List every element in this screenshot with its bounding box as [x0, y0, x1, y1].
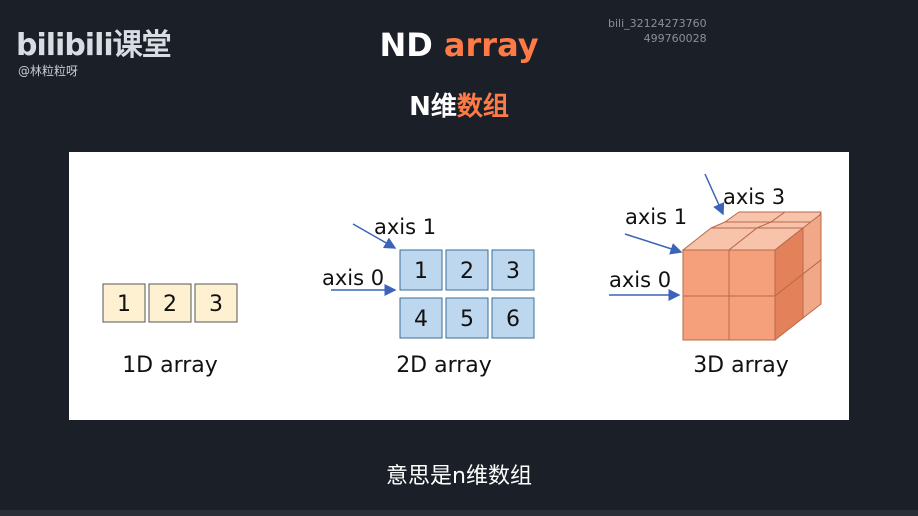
- watermark-uid: bili_32124273760 499760028: [608, 16, 707, 46]
- watermark-line-2: 499760028: [643, 32, 707, 45]
- subtitle-part-1: N维: [409, 92, 457, 122]
- three-d-array: axis 3 axis 1 axis 0 3D array: [609, 173, 822, 378]
- subtitle-part-2: 数组: [456, 92, 509, 122]
- diagram-panel: 1 2 3 1D array 1 2 3 4 5 6 axis 1 axis 0…: [69, 152, 849, 420]
- cube-front-face: [682, 295, 730, 341]
- cube-side-face: [802, 258, 822, 320]
- three-d-axis-3-label: axis 3: [723, 185, 785, 209]
- author-handle: @林粒粒呀: [18, 64, 79, 78]
- two-d-cell: [491, 297, 535, 339]
- two-d-cell-value: 3: [506, 259, 520, 284]
- two-d-array: 1 2 3 4 5 6 axis 1 axis 0 2D array: [322, 215, 535, 378]
- two-d-cell: [445, 249, 489, 291]
- two-d-cell: [399, 297, 443, 339]
- one-d-cell: [102, 283, 146, 323]
- one-d-cell-value: 3: [209, 292, 223, 317]
- two-d-cell: [445, 297, 489, 339]
- two-d-cell: [491, 249, 535, 291]
- one-d-array: 1 2 3 1D array: [102, 283, 238, 378]
- bilibili-logo: bilibili课堂: [16, 28, 172, 63]
- two-d-axis-1-label: axis 1: [374, 215, 436, 239]
- title-part-1: ND: [379, 26, 444, 64]
- two-d-cell-value: 1: [414, 259, 428, 284]
- three-d-array-label: 3D array: [693, 353, 789, 378]
- nd-array-diagram: 1 2 3 1D array 1 2 3 4 5 6 axis 1 axis 0…: [102, 173, 822, 378]
- subtitle-caption: 意思是n维数组: [386, 464, 532, 489]
- two-d-cell-value: 5: [460, 307, 474, 332]
- one-d-cell-value: 2: [163, 292, 177, 317]
- slide-title: ND array: [0, 26, 918, 64]
- two-d-cell-value: 4: [414, 307, 428, 332]
- two-d-array-label: 2D array: [396, 353, 492, 378]
- three-d-axis-0-label: axis 0: [609, 268, 671, 292]
- one-d-array-label: 1D array: [122, 353, 218, 378]
- two-d-axis-1-arrow: [352, 223, 397, 249]
- two-d-cell: [399, 249, 443, 291]
- one-d-cell: [194, 283, 238, 323]
- three-d-axis-3-arrow: [704, 173, 725, 216]
- watermark-line-1: bili_32124273760: [608, 17, 707, 30]
- two-d-axis-0-label: axis 0: [322, 266, 384, 290]
- slide-subtitle: N维数组: [0, 86, 918, 123]
- video-progress-bar[interactable]: [0, 510, 918, 516]
- one-d-cell: [148, 283, 192, 323]
- one-d-cell-value: 1: [117, 292, 131, 317]
- two-d-cell-value: 2: [460, 259, 474, 284]
- title-part-2: array: [443, 26, 539, 64]
- cube-front-face: [728, 295, 776, 341]
- three-d-axis-1-arrow: [624, 233, 683, 255]
- cube-front-face: [728, 249, 776, 297]
- two-d-cell-value: 6: [506, 307, 520, 332]
- cube-front-face: [682, 249, 730, 297]
- three-d-axis-1-label: axis 1: [625, 205, 687, 229]
